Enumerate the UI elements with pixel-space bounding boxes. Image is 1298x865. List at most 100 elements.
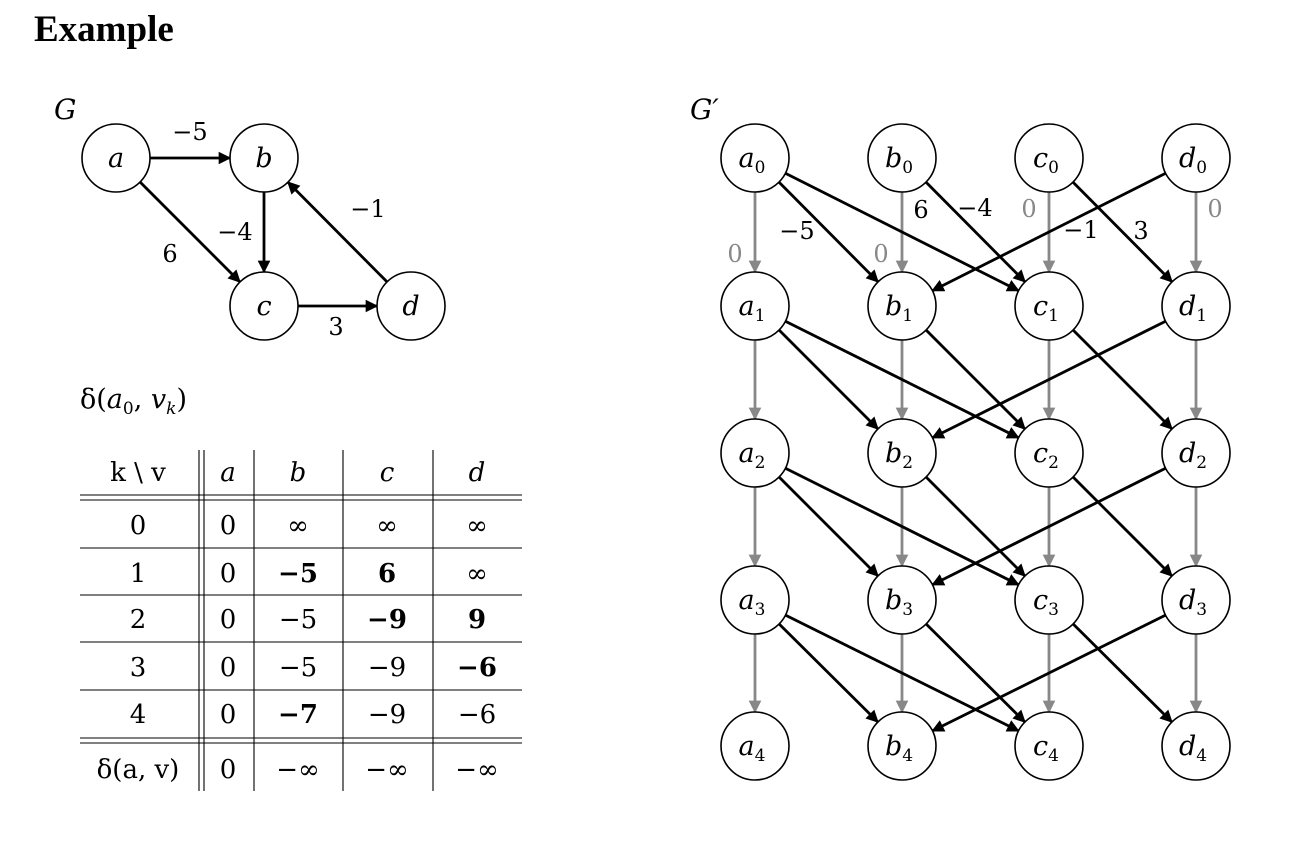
node-d xyxy=(376,271,446,341)
table-cell-r4-c1: 0 xyxy=(220,700,237,730)
caption-v: v xyxy=(151,384,166,415)
node-sub-b0: 0 xyxy=(902,158,913,178)
graph-g-label: G xyxy=(54,93,76,126)
node-c xyxy=(229,271,299,341)
node-d4 xyxy=(1161,711,1231,781)
node-sub-b3: 3 xyxy=(902,600,913,620)
node-label-a3: a3 xyxy=(739,585,766,620)
node-letter-a3: a xyxy=(739,585,755,616)
node-label-d0: d0 xyxy=(1179,143,1207,178)
node-label-a2: a2 xyxy=(739,438,766,473)
node-d0 xyxy=(1161,123,1231,193)
table-header-0: k \ v xyxy=(110,458,166,488)
table-footer-2: −∞ xyxy=(276,755,319,785)
edge-weight-b-c: −4 xyxy=(217,218,252,246)
node-letter-d0: d xyxy=(1179,143,1196,174)
node-sub-d1: 1 xyxy=(1196,306,1207,326)
table-cell-r2-c4: 9 xyxy=(468,605,486,635)
node-a xyxy=(81,123,151,193)
table-footer-3: −∞ xyxy=(365,755,408,785)
node-sub-a1: 1 xyxy=(755,306,766,326)
node-label-b4: b4 xyxy=(885,731,913,766)
edge-a2-b3 xyxy=(778,476,879,577)
node-letter-c3: c xyxy=(1033,585,1048,616)
table-cell-r3-c4: −6 xyxy=(457,653,497,683)
table-cell-r1-c3: 6 xyxy=(378,559,396,589)
node-letter-a1: a xyxy=(739,291,755,322)
table-cell-r2-c3: −9 xyxy=(367,605,407,635)
edge-d-b xyxy=(286,181,389,283)
edge-label-b_c: −4 xyxy=(957,194,992,222)
node-b xyxy=(229,123,299,193)
node-letter-c0: c xyxy=(1033,143,1048,174)
table-cell-r3-c2: −5 xyxy=(279,653,317,683)
node-label-d: d xyxy=(402,291,419,322)
node-sub-a0: 0 xyxy=(755,158,766,178)
node-d2 xyxy=(1161,418,1231,488)
node-letter-c1: c xyxy=(1033,291,1048,322)
table-footer-1: 0 xyxy=(220,755,237,785)
table-caption: δ(a0, vk) xyxy=(80,384,187,419)
node-label-b1: b1 xyxy=(885,291,913,326)
node-a1 xyxy=(720,271,790,341)
node-label-c0: c0 xyxy=(1033,143,1059,178)
edge-a-c xyxy=(139,181,241,283)
caption-delta: δ( xyxy=(80,384,107,415)
edge-label-d_b: −1 xyxy=(1063,216,1098,244)
node-label-b: b xyxy=(255,143,272,174)
node-c0 xyxy=(1014,123,1084,193)
table-cell-r0-c2: ∞ xyxy=(287,511,309,541)
table-cell-r0-c3: ∞ xyxy=(376,511,398,541)
node-letter-a0: a xyxy=(739,143,755,174)
page-title: Example xyxy=(34,9,174,50)
node-label-d3: d3 xyxy=(1179,585,1207,620)
node-sub-d4: 4 xyxy=(1196,746,1207,766)
edge-b1-c2 xyxy=(925,329,1026,430)
table-header-1: a xyxy=(220,458,236,488)
node-label-c: c xyxy=(256,291,271,322)
node-letter-b4: b xyxy=(885,731,902,762)
edge-b3-c4 xyxy=(925,622,1026,724)
edge-b0-c1 xyxy=(924,181,1027,283)
node-sub-b2: 2 xyxy=(902,453,913,473)
node-b0 xyxy=(867,123,937,193)
node-letter-d4: d xyxy=(1179,731,1196,762)
node-label-b0: b0 xyxy=(885,143,913,178)
node-d1 xyxy=(1161,271,1231,341)
node-sub-b1: 1 xyxy=(902,306,913,326)
node-b4 xyxy=(867,711,937,781)
node-letter-d3: d xyxy=(1179,585,1196,616)
node-label-b2: b2 xyxy=(885,438,913,473)
table-footer-0: δ(a, v) xyxy=(97,755,180,785)
edge-c0-d1 xyxy=(1071,181,1174,283)
node-sub-d3: 3 xyxy=(1196,600,1207,620)
node-label-a: a xyxy=(108,143,124,174)
table-cell-r1-c0: 1 xyxy=(130,559,147,589)
node-letter-b1: b xyxy=(885,291,902,322)
table-cell-r4-c0: 4 xyxy=(130,700,147,730)
table-cell-r1-c2: −5 xyxy=(278,559,318,589)
edge-weight-a-c: 6 xyxy=(162,240,177,268)
caption-a: a xyxy=(107,384,123,415)
node-label-c4: c4 xyxy=(1033,731,1059,766)
node-letter-a4: a xyxy=(739,731,755,762)
table-cell-r2-c0: 2 xyxy=(130,605,147,635)
node-letter-d1: d xyxy=(1179,291,1196,322)
node-label-d2: d2 xyxy=(1179,438,1207,473)
table-cell-r1-c1: 0 xyxy=(220,559,237,589)
node-sub-d0: 0 xyxy=(1196,158,1207,178)
node-letter-c4: c xyxy=(1033,731,1048,762)
node-label-c2: c2 xyxy=(1033,438,1059,473)
edge-d2-b3 xyxy=(931,466,1167,587)
table-cell-r0-c1: 0 xyxy=(220,511,237,541)
edge-c1-d2 xyxy=(1072,329,1173,430)
node-a2 xyxy=(720,418,790,488)
table-cell-r4-c3: −9 xyxy=(368,700,406,730)
edge-a1-c2 xyxy=(784,319,1020,440)
node-c1 xyxy=(1014,271,1084,341)
table-cell-r0-c0: 0 xyxy=(130,511,147,541)
node-label-c1: c1 xyxy=(1033,291,1059,326)
